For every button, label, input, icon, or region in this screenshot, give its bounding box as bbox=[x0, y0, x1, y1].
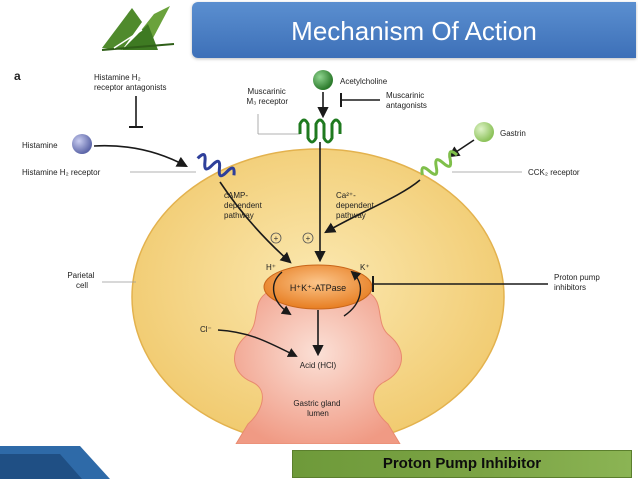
plus-sign-left: + bbox=[274, 234, 279, 243]
muscarinic-antagonists-label-1: Muscarinic bbox=[386, 91, 424, 100]
atpase-label: H⁺K⁺-ATPase bbox=[290, 283, 346, 293]
slide-title: Mechanism Of Action bbox=[291, 16, 537, 46]
footer-title: Proton Pump Inhibitor bbox=[382, 455, 542, 472]
plus-sign-right: + bbox=[306, 234, 311, 243]
gastrin-ligand bbox=[474, 122, 494, 142]
cl-ion-arrow bbox=[217, 329, 298, 357]
ca-pathway-label-2: dependent bbox=[336, 201, 375, 210]
camp-pathway-label-2: dependent bbox=[224, 201, 263, 210]
svg-text:Proton pump inhibitors: Proton pump inhibitors bbox=[554, 273, 602, 292]
camp-pathway-label-3: pathway bbox=[224, 211, 254, 220]
h-ion-label: H⁺ bbox=[266, 263, 276, 272]
k-ion-arrow bbox=[343, 270, 362, 317]
k-ion-label: K⁺ bbox=[360, 263, 370, 272]
footer-banner: Proton Pump Inhibitor bbox=[292, 450, 632, 478]
ppi-label-1: Proton pump bbox=[554, 273, 600, 282]
h2-receptor-label: Histamine H₂ receptor bbox=[22, 168, 101, 177]
svg-text:Histamine H₂ receptor an: Histamine H₂ receptor antagonists bbox=[94, 73, 167, 92]
acetylcholine-label: Acetylcholine bbox=[340, 77, 388, 86]
ppi-label-2: inhibitors bbox=[554, 283, 586, 292]
m3-receptor-label-2: M₃ receptor bbox=[247, 97, 289, 106]
cck2-pathway-arrow bbox=[324, 179, 421, 234]
svg-text:Parietal cell: Parietal cell bbox=[67, 271, 96, 290]
plus-sign-left-ring bbox=[270, 232, 282, 244]
h-ion-arrow bbox=[272, 271, 292, 316]
muscarinic-antagonists-label-2: antagonists bbox=[386, 101, 427, 110]
logo-icon bbox=[101, 6, 175, 51]
m3-receptor-label-1: Muscarinic bbox=[248, 87, 286, 96]
lumen-label-2: lumen bbox=[307, 409, 329, 418]
svg-text:Muscarinic antagonists: Muscarinic antagonists bbox=[386, 91, 427, 110]
title-bar: Mechanism Of Action bbox=[192, 2, 636, 58]
m3-receptor-icon bbox=[298, 118, 342, 144]
camp-pathway-label-1: cAMP- bbox=[224, 191, 248, 200]
gastric-lumen-shape bbox=[234, 291, 402, 444]
svg-text:Ca²⁺- dependent pa: Ca²⁺- dependent pathway bbox=[336, 191, 376, 220]
h2-antagonists-label-1: Histamine H₂ bbox=[94, 73, 141, 82]
histamine-label: Histamine bbox=[22, 141, 58, 150]
mechanism-diagram: a H⁺K⁺-ATPase Histamine Histamine H₂ rec… bbox=[14, 69, 602, 444]
camp-pathway-arrow bbox=[219, 181, 292, 264]
ca-pathway-label-1: Ca²⁺- bbox=[336, 191, 356, 200]
lumen-label-1: Gastric gland bbox=[293, 399, 340, 408]
parietal-cell-label-1: Parietal bbox=[67, 271, 94, 280]
parietal-cell-label-2: cell bbox=[76, 281, 88, 290]
h2-antagonists-label-2: receptor antagonists bbox=[94, 83, 167, 92]
acetylcholine-ligand bbox=[313, 70, 333, 90]
histamine-ligand bbox=[72, 134, 92, 154]
histamine-arrow bbox=[93, 144, 188, 168]
cck2-receptor-icon bbox=[420, 150, 459, 176]
gastrin-label: Gastrin bbox=[500, 129, 526, 138]
ca-pathway-label-3: pathway bbox=[336, 211, 366, 220]
panel-label: a bbox=[14, 69, 21, 83]
svg-text:Gastric gland lumen: Gastric gland lumen bbox=[293, 399, 342, 418]
bottom-decor bbox=[0, 446, 110, 479]
svg-text:cAMP- dependent pa: cAMP- dependent pathway bbox=[224, 191, 264, 220]
cl-ion-label: Cl⁻ bbox=[200, 325, 212, 334]
h2-receptor-icon bbox=[196, 153, 236, 178]
cck2-receptor-label: CCK₂ receptor bbox=[528, 168, 580, 177]
svg-text:Muscarinic M₃ receptor: Muscarinic M₃ receptor bbox=[247, 87, 289, 106]
plus-sign-right-ring bbox=[302, 232, 314, 244]
acid-label: Acid (HCl) bbox=[300, 361, 337, 370]
